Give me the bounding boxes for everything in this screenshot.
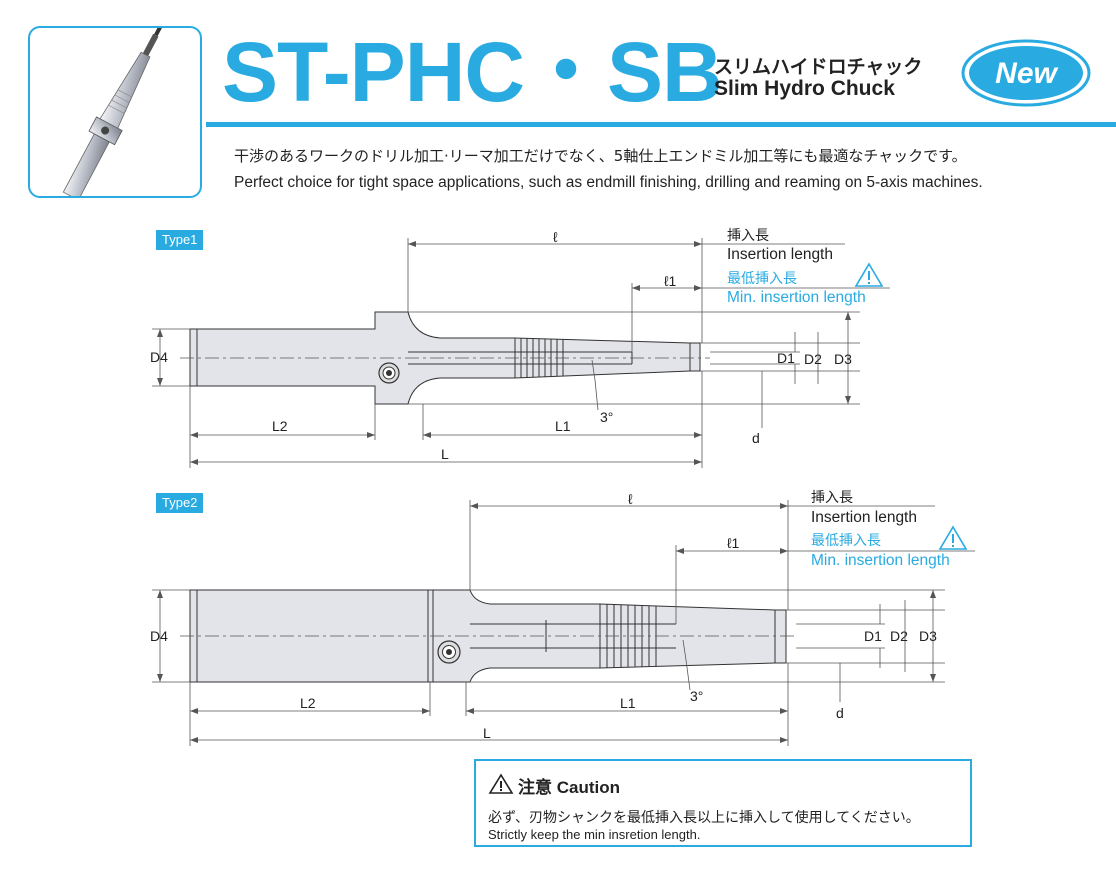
type1-dim-angle: 3° — [600, 409, 614, 425]
caution-text-jp: 必ず、刃物シャンクを最低挿入長以上に挿入して使用してください。 — [488, 810, 920, 826]
type2-insertion-en: Insertion length — [811, 509, 917, 526]
type1-insertion-en: Insertion length — [727, 246, 833, 263]
subtitle-en: Slim Hydro Chuck — [714, 77, 895, 100]
type2-dim-D3: D3 — [919, 628, 937, 644]
type2-min-insertion-en: Min. insertion length — [811, 552, 950, 569]
type2-dim-D4: D4 — [150, 628, 168, 644]
new-badge-label: New — [995, 57, 1058, 90]
type2-screw-icon — [437, 640, 461, 664]
type1-dim-D1: D1 — [777, 350, 795, 366]
type1-dim-D4: D4 — [150, 349, 168, 365]
type1-min-insertion-jp: 最低挿入長 — [727, 271, 797, 287]
caution-box: 注意 Caution 必ず、刃物シャンクを最低挿入長以上に挿入して使用してくださ… — [474, 759, 972, 847]
type1-dim-L: L — [441, 446, 449, 462]
type1-dim-D3: D3 — [834, 351, 852, 367]
type2-dim-L1: L1 — [620, 695, 636, 711]
product-thumbnail — [28, 25, 202, 201]
type2-dim-l: ℓ — [628, 491, 633, 507]
type1-insertion-jp: 挿入長 — [727, 228, 769, 244]
type2-dim-d: d — [836, 705, 844, 721]
type2-dim-l1: ℓ1 — [727, 535, 740, 551]
warning-icon — [938, 525, 968, 550]
type2-dim-D1: D1 — [864, 628, 882, 644]
type1-dim-D2: D2 — [804, 351, 822, 367]
type2-dim-L: L — [483, 725, 491, 741]
type2-insertion-jp: 挿入長 — [811, 490, 853, 506]
chuck-illustration — [62, 25, 163, 201]
warning-icon — [854, 262, 884, 287]
caution-title: 注意 Caution — [518, 778, 620, 797]
type1-min-insertion-en: Min. insertion length — [727, 289, 866, 306]
type1-dim-l: ℓ — [553, 229, 558, 245]
type1-dim-L1: L1 — [555, 418, 571, 434]
type1-dim-L2: L2 — [272, 418, 288, 434]
caution-warning-icon — [488, 773, 514, 794]
type1-badge: Type1 — [156, 230, 204, 250]
header-divider — [206, 122, 1116, 127]
type2-dim-L2: L2 — [300, 695, 316, 711]
caution-text-en: Strictly keep the min insretion length. — [488, 827, 701, 842]
description-en: Perfect choice for tight space applicati… — [234, 174, 983, 191]
type2-dim-D2: D2 — [890, 628, 908, 644]
description-jp: 干渉のあるワークのドリル加工·リーマ加工だけでなく、5軸仕上エンドミル加工等にも… — [234, 147, 967, 165]
type2-dim-angle: 3° — [690, 688, 704, 704]
type2-min-insertion-jp: 最低挿入長 — [811, 533, 881, 549]
subtitle-jp: スリムハイドロチャック — [714, 56, 923, 78]
type1-screw-icon — [378, 362, 400, 384]
type2-badge: Type2 — [156, 493, 204, 513]
page-title: ST-PHC・SB — [222, 25, 723, 119]
new-badge: New — [960, 38, 1092, 108]
type1-dim-l1: ℓ1 — [664, 273, 677, 289]
type1-dim-d: d — [752, 430, 760, 446]
